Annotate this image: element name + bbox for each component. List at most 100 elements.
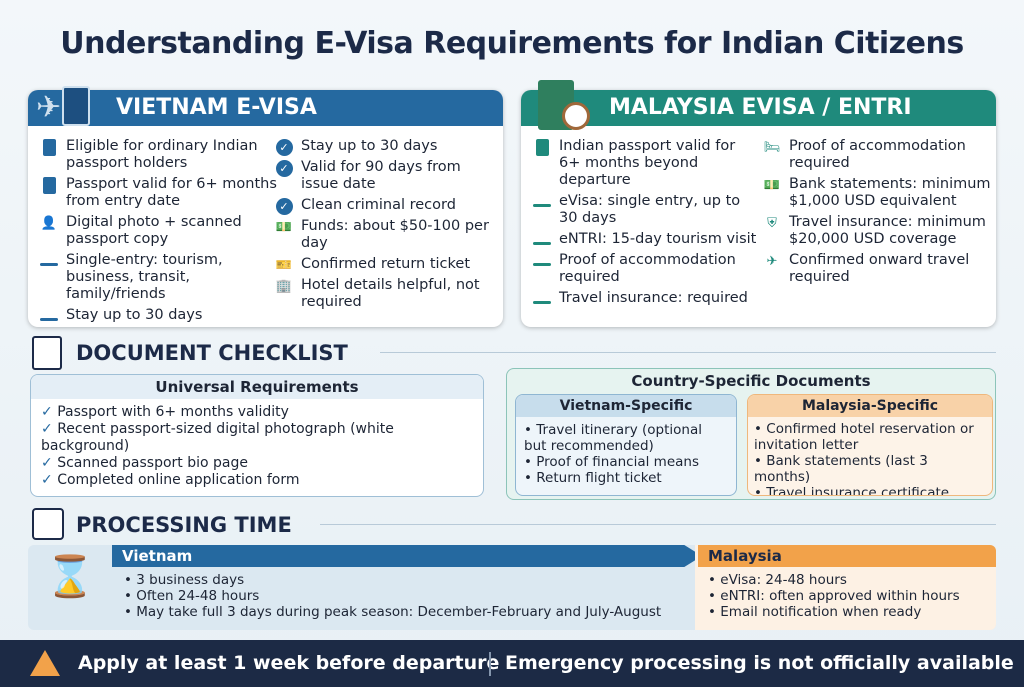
item-text: Digital photo + scanned passport copy (66, 214, 242, 247)
item-text: eVisa: single entry, up to 30 days (559, 193, 741, 226)
check-icon: ✓ (273, 138, 295, 156)
footer-left-text: Apply at least 1 week before departure (78, 652, 500, 674)
item-text: Confirmed onward travel required (789, 252, 970, 285)
vietnam-heading: VIETNAM E-VISA (28, 90, 503, 126)
country-specific-box: Country-Specific Documents Vietnam-Speci… (506, 368, 996, 500)
item-text: Clean criminal record (301, 197, 456, 213)
item-text: Proof of financial means (536, 454, 699, 470)
list-item: eNTRI: often approved within hours (708, 588, 960, 604)
list-item: ✓ Scanned passport bio page (41, 455, 473, 472)
plane-passport-icon: ✈ (36, 80, 96, 132)
list-item: ✓ Stay up to 30 days (273, 138, 498, 156)
check-icon: ✓ (41, 455, 58, 471)
list-item: Stay up to 30 days (38, 307, 278, 324)
shield-plus-icon: ⛨ (767, 215, 777, 231)
item-text: Bank statements: minimum $1,000 USD equi… (789, 176, 991, 209)
list-item: 🏢Hotel details helpful, not required (273, 277, 498, 311)
list-item: Travel itinerary (optional but recommend… (524, 422, 728, 454)
list-item: 🛏Proof of accommodation required (761, 138, 991, 172)
check-icon: ✓ (41, 404, 58, 420)
item-text: Scanned passport bio page (57, 455, 249, 471)
universal-title: Universal Requirements (31, 375, 483, 399)
universal-requirements-box: Universal Requirements ✓ Passport with 6… (30, 374, 484, 497)
item-text: Stay up to 30 days (66, 307, 203, 323)
check-icon: ✓ (41, 421, 58, 437)
plane-icon: ✈ (766, 253, 778, 269)
dash-bullet (531, 232, 553, 248)
item-text: Completed online application form (57, 472, 300, 488)
country-specific-title: Country-Specific Documents (631, 372, 871, 390)
list-item: Email notification when ready (708, 604, 960, 620)
item-text: Travel insurance: required (559, 290, 748, 306)
list-item: ✓ Recent passport-sized digital photogra… (41, 421, 473, 455)
page-title: Understanding E-Visa Requirements for In… (60, 26, 964, 61)
item-text: Hotel details helpful, not required (301, 277, 480, 310)
list-item: Passport valid for 6+ months from entry … (38, 176, 278, 210)
item-text: Indian passport valid for 6+ months beyo… (559, 138, 736, 188)
list-item: 3 business days (124, 572, 661, 588)
passport-icon (38, 138, 60, 156)
vietnam-specific-box: Vietnam-Specific Travel itinerary (optio… (515, 394, 737, 496)
list-item: Travel insurance: required (531, 290, 761, 307)
item-text: Travel itinerary (optional but recommend… (524, 422, 702, 454)
list-item: ✈ Confirmed onward travel required (761, 252, 991, 286)
item-text: Confirmed return ticket (301, 256, 471, 272)
malaysia-specific-box: Malaysia-Specific Confirmed hotel reserv… (747, 394, 993, 496)
item-text: Email notification when ready (720, 604, 922, 620)
bed-icon: 🛏 (763, 139, 781, 155)
list-item: Single-entry: tourism, business, transit… (38, 252, 278, 303)
dash-bullet (531, 253, 553, 269)
processing-panel: ⌛ Vietnam 3 business daysOften 24-48 hou… (28, 545, 996, 630)
footer-bar: Apply at least 1 week before departure E… (0, 640, 1024, 687)
item-text: Confirmed hotel reservation or invitatio… (754, 421, 974, 453)
item-text: Return flight ticket (536, 470, 662, 486)
passport-clock-icon (538, 80, 600, 132)
item-text: Recent passport-sized digital photograph… (41, 421, 394, 454)
vietnam-processing-title: Vietnam (112, 545, 702, 567)
list-item: 🎫Confirmed return ticket (273, 256, 498, 273)
item-text: Passport valid for 6+ months from entry … (66, 176, 277, 209)
item-text: Single-entry: tourism, business, transit… (66, 252, 223, 302)
footer-right-text: Emergency processing is not officially a… (505, 652, 1014, 674)
item-text: 3 business days (136, 572, 245, 588)
money-icon: 💵 (763, 177, 781, 193)
list-item: Bank statements (last 3 months) (754, 453, 986, 485)
item-text: Valid for 90 days from issue date (301, 159, 461, 192)
dash-bullet (38, 253, 60, 269)
item-text: May take full 3 days during peak season:… (136, 604, 662, 620)
divider (489, 652, 491, 676)
list-item: Eligible for ordinary Indian passport ho… (38, 138, 278, 172)
list-item: ✓Clean criminal record (273, 197, 498, 215)
checklist-heading: DOCUMENT CHECKLIST (76, 341, 348, 365)
divider (380, 352, 996, 353)
list-item: Proof of financial means (524, 454, 728, 470)
item-text: Passport with 6+ months validity (57, 404, 289, 420)
malaysia-heading: MALAYSIA EVISA / ENTRI (521, 90, 996, 126)
processing-heading: PROCESSING TIME (76, 513, 292, 537)
list-item: eVisa: single entry, up to 30 days (531, 193, 761, 227)
item-text: Bank statements (last 3 months) (754, 453, 928, 485)
malaysia-specific-title: Malaysia-Specific (748, 395, 992, 417)
vietnam-card: VIETNAM E-VISA Eligible for ordinary Ind… (28, 90, 503, 327)
malaysia-processing-title: Malaysia (698, 545, 996, 567)
list-item: 💵 Bank statements: minimum $1,000 USD equ… (761, 176, 991, 210)
clipboard-icon (32, 336, 62, 370)
calendar-icon (32, 508, 64, 540)
list-item: eNTRI: 15-day tourism visit (531, 231, 761, 248)
item-text: Funds: about $50-100 per day (301, 218, 489, 251)
warning-icon (30, 650, 60, 676)
vietnam-specific-title: Vietnam-Specific (516, 395, 736, 417)
list-item: 💵Funds: about $50-100 per day (273, 218, 498, 252)
item-text: Stay up to 30 days (301, 138, 438, 154)
photo-id-icon: 👤 (40, 215, 58, 231)
list-item: Indian passport valid for 6+ months beyo… (531, 138, 761, 189)
list-item: ⛨Travel insurance: minimum $20,000 USD c… (761, 214, 991, 248)
item-text: eNTRI: often approved within hours (720, 588, 960, 604)
divider (320, 524, 996, 525)
item-text: eNTRI: 15-day tourism visit (559, 231, 757, 247)
item-text: Often 24-48 hours (136, 588, 260, 604)
list-item: Travel insurance certificate (754, 485, 986, 495)
calendar-hourglass-icon: ⌛ (45, 554, 95, 600)
list-item: Often 24-48 hours (124, 588, 661, 604)
list-item: ✓ Passport with 6+ months validity (41, 404, 473, 421)
